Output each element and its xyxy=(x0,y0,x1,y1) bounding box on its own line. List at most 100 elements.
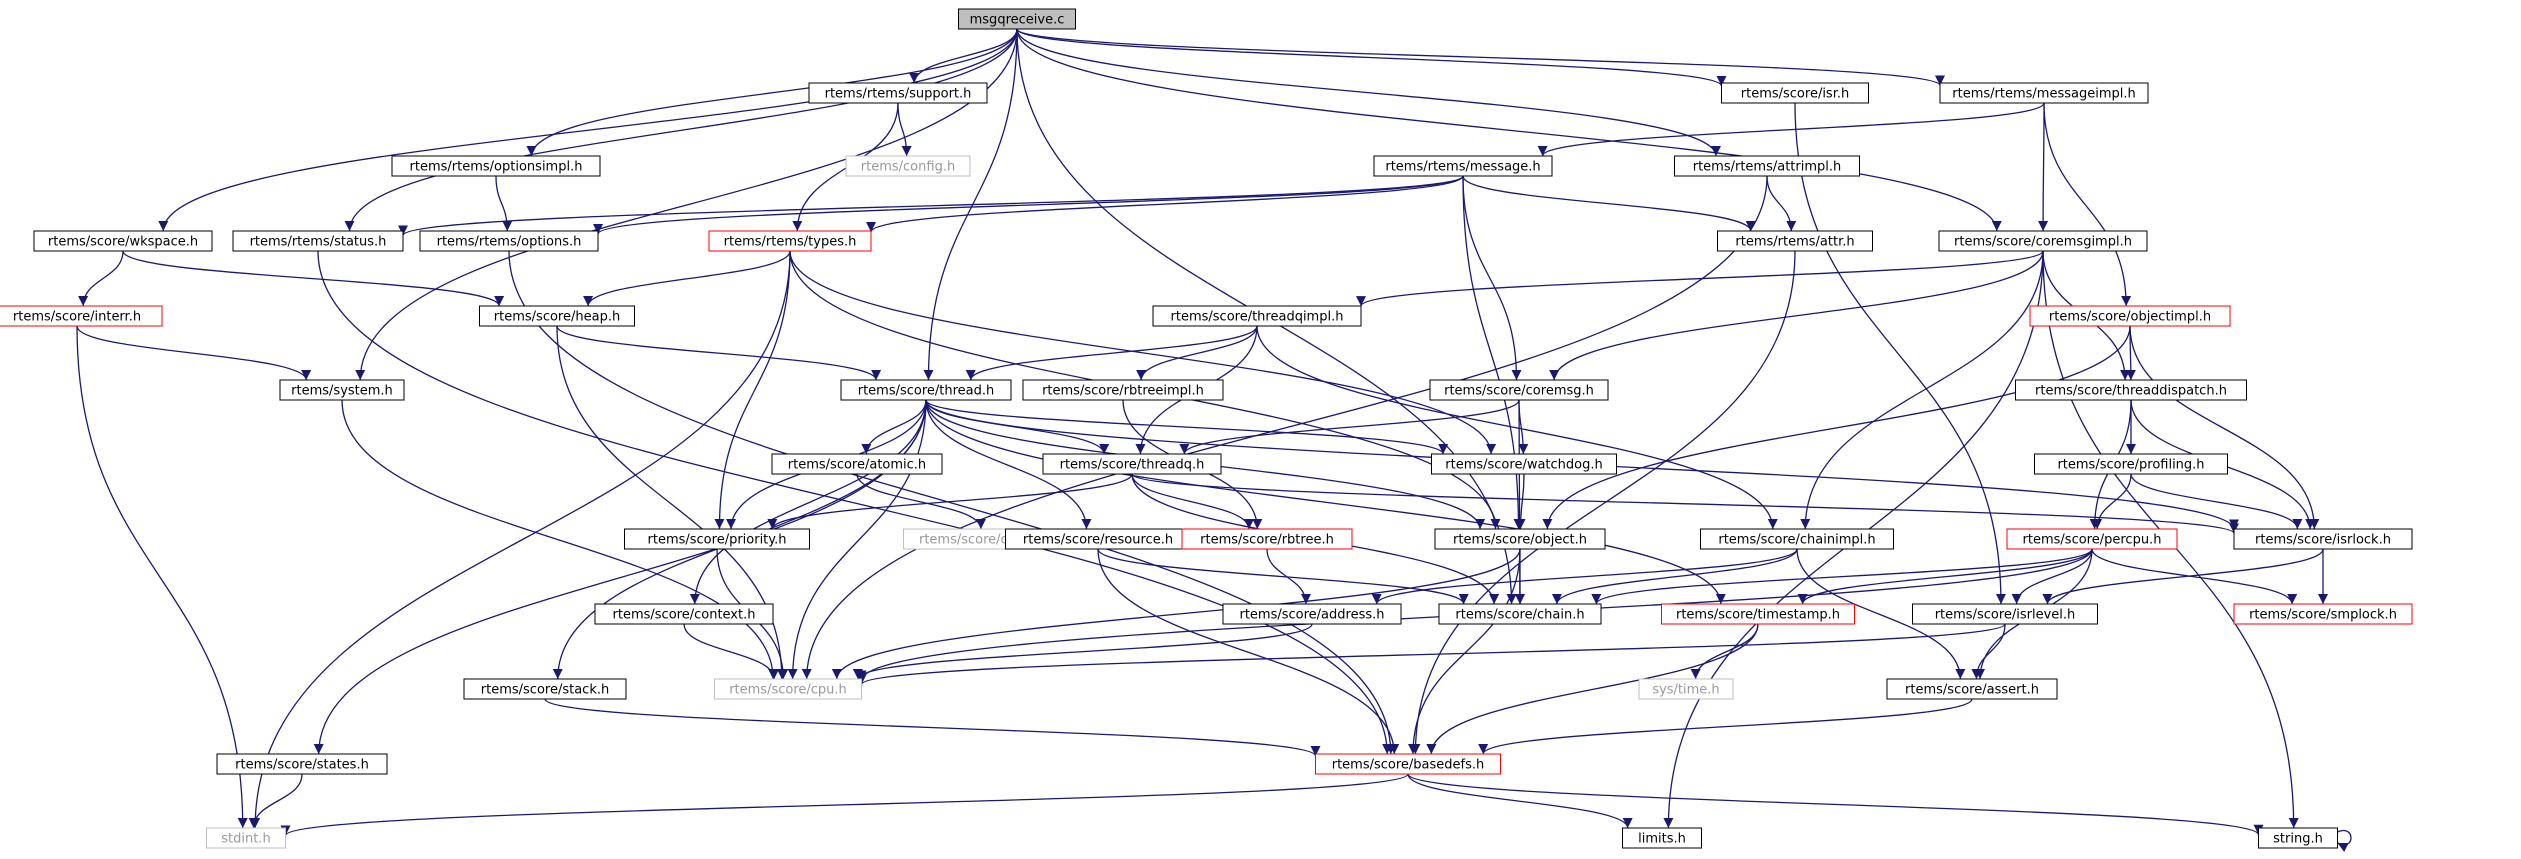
node-box xyxy=(771,453,943,475)
node-wkspace[interactable]: rtems/score/wkspace.h xyxy=(33,230,213,252)
edge-threadq-to-rbtree xyxy=(1131,473,1254,530)
node-isrlevel[interactable]: rtems/score/isrlevel.h xyxy=(1912,603,2098,625)
edge-resource-to-chain xyxy=(1097,548,1469,605)
edge-root-to-attrimpl xyxy=(1016,28,1721,157)
node-percpu[interactable]: rtems/score/percpu.h xyxy=(2006,528,2178,550)
node-root[interactable]: msgqreceive.c xyxy=(958,8,1076,30)
node-attrimpl[interactable]: rtems/rtems/attrimpl.h xyxy=(1674,155,1860,177)
node-label: rtems/score/objectimpl.h xyxy=(2049,310,2211,325)
node-label: rtems/rtems/options.h xyxy=(437,235,582,250)
node-resource[interactable]: rtems/score/resource.h xyxy=(1005,528,1191,550)
node-options[interactable]: rtems/rtems/options.h xyxy=(419,230,599,252)
node-string[interactable]: string.h xyxy=(2258,827,2338,849)
node-threaddispatch[interactable]: rtems/score/threaddispatch.h xyxy=(2015,379,2247,401)
node-label: rtems/rtems/types.h xyxy=(724,235,857,250)
node-label: rtems/config.h xyxy=(861,160,955,175)
node-context[interactable]: rtems/score/context.h xyxy=(594,603,774,625)
node-box xyxy=(2029,305,2231,327)
node-coremsgimpl[interactable]: rtems/score/coremsgimpl.h xyxy=(1938,230,2148,252)
edge-isrlevel-to-assert xyxy=(1971,623,2006,680)
edge-stack-to-basedefs xyxy=(544,698,1321,757)
edge-objectimpl-to-isrlock xyxy=(2129,325,2320,530)
node-box xyxy=(2258,827,2338,849)
node-rbtreeimpl[interactable]: rtems/score/rbtreeimpl.h xyxy=(1022,379,1224,401)
edge-thread-to-timestamp xyxy=(925,399,1726,605)
node-label: rtems/score/isrlock.h xyxy=(2255,533,2391,548)
node-threadqimpl[interactable]: rtems/score/threadqimpl.h xyxy=(1152,305,1362,327)
node-optionsimpl[interactable]: rtems/rtems/optionsimpl.h xyxy=(391,155,601,177)
node-box xyxy=(1373,155,1553,177)
node-types[interactable]: rtems/rtems/types.h xyxy=(708,230,872,252)
edge-message-to-options xyxy=(593,175,1464,235)
node-states[interactable]: rtems/score/states.h xyxy=(216,753,388,775)
node-chain[interactable]: rtems/score/chain.h xyxy=(1438,603,1602,625)
node-profiling[interactable]: rtems/score/profiling.h xyxy=(2034,453,2228,475)
node-label: rtems/score/atomic.h xyxy=(788,458,926,473)
node-box xyxy=(1939,82,2149,104)
node-label: limits.h xyxy=(1638,832,1686,847)
node-isr[interactable]: rtems/score/isr.h xyxy=(1721,82,1869,104)
node-message[interactable]: rtems/rtems/message.h xyxy=(1373,155,1553,177)
node-limits[interactable]: limits.h xyxy=(1622,827,1702,849)
edge-root-to-optionsimpl xyxy=(526,28,1018,157)
node-box xyxy=(1042,453,1222,475)
node-label: rtems/system.h xyxy=(291,384,393,399)
edge-coremsgimpl-to-threadqimpl xyxy=(1356,250,2044,307)
node-label: rtems/score/priority.h xyxy=(648,533,787,548)
edge-atomic-to-cpuatomic xyxy=(856,473,986,530)
node-thread[interactable]: rtems/score/thread.h xyxy=(840,379,1012,401)
edge-status-to-basedefs xyxy=(317,250,1393,755)
node-label: rtems/score/timestamp.h xyxy=(1676,608,1840,623)
node-stack[interactable]: rtems/score/stack.h xyxy=(463,678,627,700)
node-label: rtems/score/thread.h xyxy=(858,384,995,399)
node-box xyxy=(1661,603,1855,625)
node-isrlock[interactable]: rtems/score/isrlock.h xyxy=(2233,528,2413,550)
node-label: rtems/score/stack.h xyxy=(481,683,609,698)
dependency-edges xyxy=(76,28,2352,852)
node-box xyxy=(714,678,862,700)
edge-threadqimpl-to-thread xyxy=(965,325,1258,381)
edge-assert-to-basedefs xyxy=(1478,698,1973,755)
node-interr[interactable]: rtems/score/interr.h xyxy=(0,305,163,327)
node-box xyxy=(1674,155,1860,177)
node-label: rtems/score/isrlevel.h xyxy=(1935,608,2076,623)
node-heap[interactable]: rtems/score/heap.h xyxy=(479,305,635,327)
edge-messageimpl-to-coremsgimpl xyxy=(2038,102,2049,232)
node-basedefs[interactable]: rtems/score/basedefs.h xyxy=(1315,753,1501,775)
node-objectimpl[interactable]: rtems/score/objectimpl.h xyxy=(2029,305,2231,327)
node-messageimpl[interactable]: rtems/rtems/messageimpl.h xyxy=(1939,82,2149,104)
node-watchdog[interactable]: rtems/score/watchdog.h xyxy=(1431,453,1617,475)
edge-root-to-wkspace xyxy=(158,28,1018,232)
node-coremsg[interactable]: rtems/score/coremsg.h xyxy=(1429,379,1609,401)
node-chainimpl[interactable]: rtems/score/chainimpl.h xyxy=(1700,528,1894,550)
node-label: rtems/score/chainimpl.h xyxy=(1718,533,1875,548)
node-support[interactable]: rtems/rtems/support.h xyxy=(808,82,988,104)
node-box xyxy=(391,155,601,177)
edge-threadq-to-priority xyxy=(767,473,1133,530)
node-box xyxy=(958,8,1076,30)
node-box xyxy=(2034,453,2228,475)
node-rbtree[interactable]: rtems/score/rbtree.h xyxy=(1181,528,1353,550)
node-attr[interactable]: rtems/rtems/attr.h xyxy=(1717,230,1873,252)
node-cpu: rtems/score/cpu.h xyxy=(714,678,862,700)
edge-wkspace-to-interr xyxy=(78,250,124,307)
node-atomic[interactable]: rtems/score/atomic.h xyxy=(771,453,943,475)
node-assert[interactable]: rtems/score/assert.h xyxy=(1886,678,2058,700)
node-priority[interactable]: rtems/score/priority.h xyxy=(624,528,810,550)
node-label: rtems/score/rbtree.h xyxy=(1200,533,1334,548)
node-label: rtems/score/interr.h xyxy=(13,310,141,325)
node-threadq[interactable]: rtems/score/threadq.h xyxy=(1042,453,1222,475)
node-label: string.h xyxy=(2273,832,2323,847)
header-nodes: msgqreceive.c rtems/rtems/support.h rtems/… xyxy=(0,8,2413,849)
node-address[interactable]: rtems/score/address.h xyxy=(1222,603,1402,625)
node-system[interactable]: rtems/system.h xyxy=(279,379,405,401)
node-label: rtems/score/profiling.h xyxy=(2057,458,2204,473)
node-status[interactable]: rtems/rtems/status.h xyxy=(232,230,404,252)
node-smplock[interactable]: rtems/score/smplock.h xyxy=(2233,603,2413,625)
edge-isrlock-to-isrlevel xyxy=(2042,548,2324,605)
node-label: rtems/score/object.h xyxy=(1453,533,1587,548)
node-object[interactable]: rtems/score/object.h xyxy=(1434,528,1606,550)
node-timestamp[interactable]: rtems/score/timestamp.h xyxy=(1661,603,1855,625)
node-label: rtems/score/smplock.h xyxy=(2249,608,2397,623)
edge-types-to-heap xyxy=(583,250,791,307)
